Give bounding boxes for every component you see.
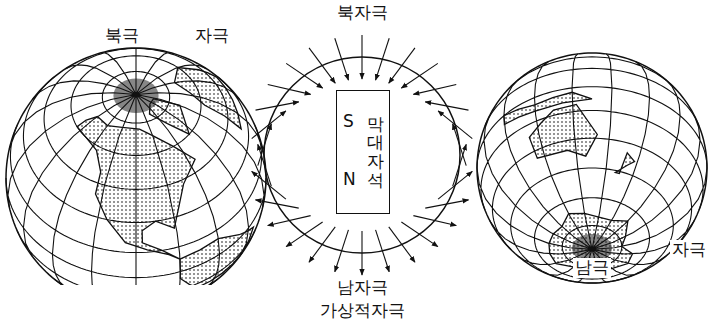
field-line <box>425 102 468 110</box>
field-line <box>425 200 468 208</box>
field-line <box>401 222 437 247</box>
pole-label: 자극 <box>193 26 231 46</box>
field-line <box>361 35 362 79</box>
north-globe <box>6 48 266 285</box>
globe-outline <box>477 53 707 283</box>
field-line <box>268 84 311 94</box>
field-line <box>252 171 286 199</box>
field-line <box>335 230 349 272</box>
pole-label: 가상적자극 <box>318 301 407 321</box>
field-line <box>389 227 415 262</box>
pole-label: 북극 <box>103 26 141 46</box>
earth-circle <box>264 57 460 253</box>
graticule <box>6 48 266 285</box>
globe-outline <box>6 48 266 285</box>
field-line <box>256 102 299 110</box>
pole-label: 남극 <box>573 258 611 278</box>
continent <box>175 67 242 128</box>
graticule <box>477 54 707 283</box>
field-line <box>335 38 349 80</box>
pole-letter: S <box>343 112 354 131</box>
continent <box>529 104 597 158</box>
magnetic-field <box>252 35 473 275</box>
pole-label: 북자극 <box>335 3 390 23</box>
field-line <box>376 230 390 272</box>
field-line <box>309 48 335 83</box>
field-line <box>256 200 299 208</box>
field-line <box>389 48 415 83</box>
field-line <box>453 124 467 166</box>
field-line <box>413 216 456 226</box>
pole-letter: N <box>343 170 356 189</box>
bar-magnet: S 막대자석 N <box>336 90 390 214</box>
field-line <box>413 84 456 94</box>
field-line <box>286 63 322 88</box>
field-line <box>286 222 322 247</box>
magnet-label: 막대자석 <box>367 115 384 190</box>
field-line <box>376 38 390 80</box>
field-line <box>361 231 362 275</box>
pole-label: 남자극 <box>335 278 390 298</box>
field-line <box>268 216 311 226</box>
field-line <box>453 144 467 186</box>
south-globe <box>477 53 707 283</box>
field-line <box>309 227 335 262</box>
field-line <box>252 111 286 139</box>
field-line <box>258 124 272 166</box>
pole-label: 자극 <box>670 240 708 260</box>
continent <box>504 92 592 124</box>
field-line <box>438 111 472 139</box>
field-line <box>401 63 437 88</box>
continent <box>615 153 634 174</box>
field-line <box>258 144 272 186</box>
field-line <box>438 171 472 199</box>
